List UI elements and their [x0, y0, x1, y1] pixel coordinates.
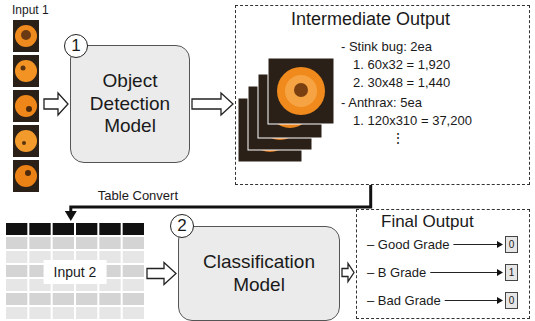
result-line: 1. 60x32 = 1,920	[353, 57, 450, 72]
block-arrow	[192, 93, 233, 115]
node-label: 0	[509, 239, 515, 250]
result-line: 1. 120x310 = 37,200	[353, 113, 472, 128]
node-label: 1	[509, 267, 515, 278]
output-panel: Intermediate Output - Stink bug: 2ea 1. 60…	[235, 5, 530, 185]
grade-cell: 0	[505, 236, 518, 253]
leader-line	[430, 272, 498, 273]
result-line: - Anthrax: 5ea	[341, 95, 422, 110]
callout-number: 2	[170, 214, 194, 238]
model-box: Object Detection Model	[70, 45, 190, 163]
node-label: Input 2	[44, 260, 107, 284]
input-table: Input 2	[5, 222, 145, 321]
connector	[147, 263, 176, 285]
result-line: 2. 30x48 = 1,440	[353, 75, 450, 90]
node-label: 0	[509, 295, 515, 306]
panel-title: Intermediate Output	[291, 9, 450, 30]
block-arrow	[147, 263, 176, 285]
block-arrow	[342, 264, 354, 282]
output-panel: Final Output – Good Grade – B Grade – Bad G…	[356, 209, 530, 319]
connector	[65, 185, 371, 221]
edge-label: Table Convert	[96, 188, 180, 203]
detected-image-stack	[238, 58, 334, 162]
result-line: – Bad Grade	[367, 293, 441, 308]
grade-cell: 1	[505, 264, 518, 281]
input-label: Input 1	[12, 3, 49, 17]
result-line: – Good Grade	[367, 237, 449, 252]
leader-line	[453, 244, 498, 245]
result-line: - Stink bug: 2ea	[341, 39, 432, 54]
leader-line	[445, 300, 498, 301]
callout-number: 1	[64, 34, 88, 58]
node-label: Classification Model	[185, 251, 333, 297]
connector	[342, 264, 354, 282]
input-images	[13, 20, 39, 192]
arrowhead	[497, 269, 503, 276]
node-label: Object Detection Model	[77, 70, 183, 138]
model-box: Classification Model	[178, 226, 340, 321]
connector	[192, 93, 233, 115]
arrowhead	[65, 211, 77, 221]
arrowhead	[497, 297, 503, 304]
result-line: ⋮	[391, 130, 405, 146]
grade-cell: 0	[505, 292, 518, 309]
arrowhead	[497, 241, 503, 248]
panel-title: Final Output	[381, 212, 474, 232]
connector-line	[71, 185, 371, 213]
input-arrow	[44, 93, 68, 115]
result-line: – B Grade	[367, 265, 426, 280]
